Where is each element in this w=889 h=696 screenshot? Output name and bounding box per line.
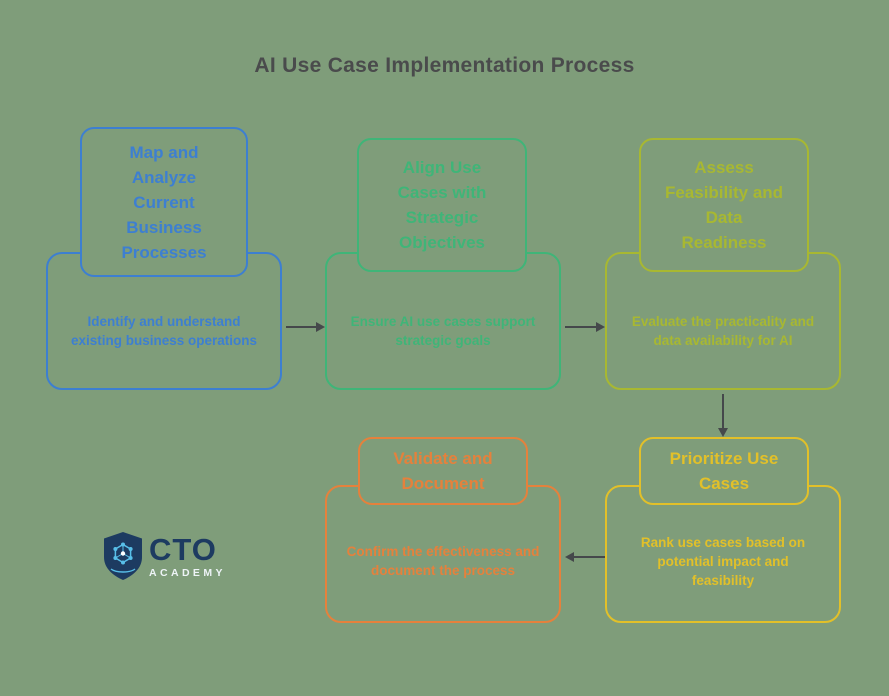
arrowhead-right-icon (316, 322, 325, 332)
arrow-shaft (286, 326, 316, 328)
arrow-map-to-align-icon (286, 321, 325, 333)
node-header-text: Validate and Document (393, 449, 493, 493)
node-body-assess-feasibility: Evaluate the practicality and data avail… (605, 252, 841, 390)
node-header-prioritize-use-cases: Prioritize Use Cases (639, 437, 809, 505)
node-body-text: Confirm the effectiveness and document t… (346, 544, 540, 578)
node-body-map-analyze: Identify and understand existing busines… (46, 252, 282, 390)
node-body-text: Ensure AI use cases support strategic go… (350, 314, 536, 348)
arrowhead-left-icon (565, 552, 574, 562)
node-header-text: Assess Feasibility and Data Readiness (664, 158, 784, 252)
node-body-prioritize-use-cases: Rank use cases based on potential impact… (605, 485, 841, 623)
node-body-text: Rank use cases based on potential impact… (640, 534, 806, 588)
node-header-validate-document: Validate and Document (358, 437, 528, 505)
logo-subtitle: ACADEMY (149, 566, 226, 579)
node-header-text: Align Use Cases with Strategic Objective… (397, 158, 487, 252)
arrow-shaft (574, 556, 605, 558)
arrow-shaft (565, 326, 596, 328)
node-header-assess-feasibility: Assess Feasibility and Data Readiness (639, 138, 809, 272)
arrowhead-right-icon (596, 322, 605, 332)
logo-text-block: CTO ACADEMY (149, 531, 226, 579)
arrow-prioritize-to-validate-icon (565, 551, 605, 563)
page-title: AI Use Case Implementation Process (254, 54, 635, 77)
node-body-text: Identify and understand existing busines… (70, 314, 258, 348)
arrow-shaft (722, 394, 724, 428)
arrowhead-down-icon (718, 428, 728, 437)
arrow-align-to-assess-icon (565, 321, 605, 333)
node-header-text: Prioritize Use Cases (669, 449, 779, 493)
cto-academy-logo: CTO ACADEMY (103, 531, 226, 581)
node-header-align-use-cases: Align Use Cases with Strategic Objective… (357, 138, 527, 272)
node-body-validate-document: Confirm the effectiveness and document t… (325, 485, 561, 623)
node-body-align-use-cases: Ensure AI use cases support strategic go… (325, 252, 561, 390)
shield-logo-icon (104, 532, 142, 580)
node-body-text: Evaluate the practicality and data avail… (631, 314, 815, 348)
arrow-assess-to-prioritize-icon (717, 394, 729, 437)
node-header-map-analyze: Map and Analyze Current Business Process… (80, 127, 248, 277)
node-header-text: Map and Analyze Current Business Process… (121, 142, 207, 262)
logo-wordmark: CTO (149, 531, 217, 567)
